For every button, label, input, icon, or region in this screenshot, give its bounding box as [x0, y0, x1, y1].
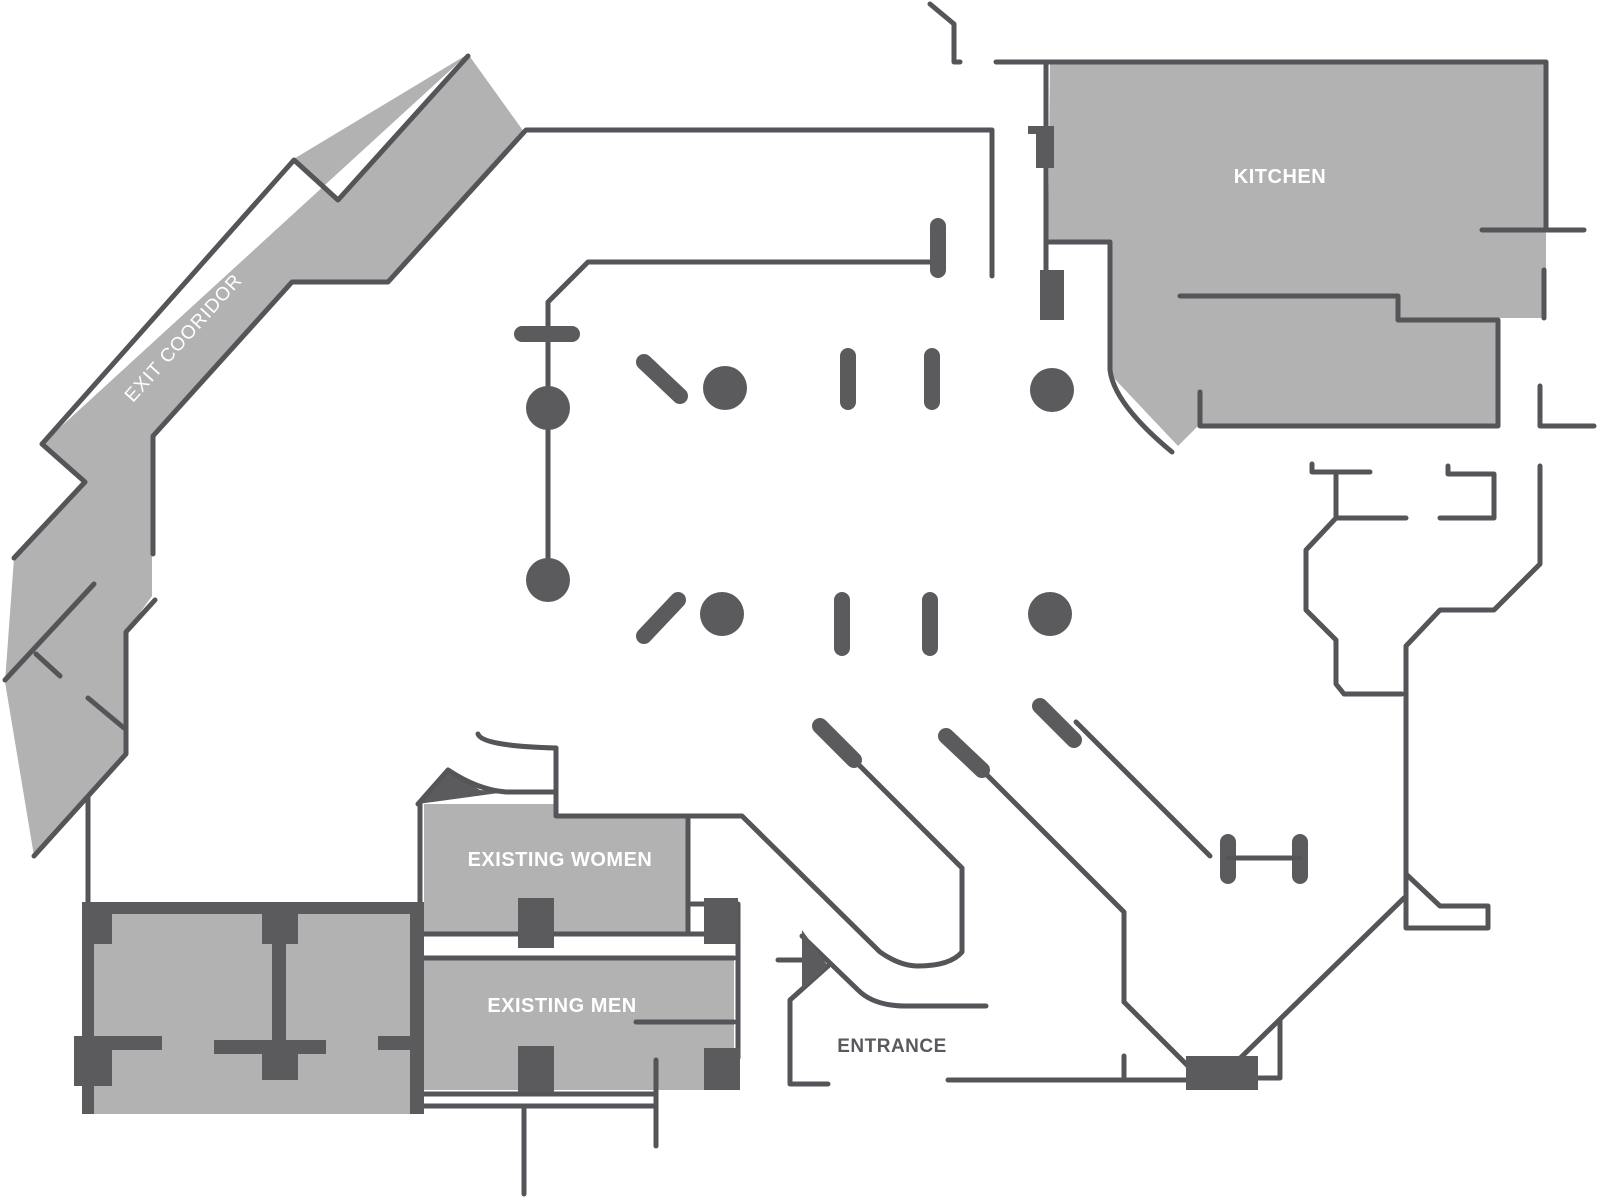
kitchen-counter-wall [1177, 293, 1501, 429]
kitchen-door-stub [1028, 126, 1048, 134]
stall-bar-1 [94, 1036, 162, 1050]
women-corner-wedge [418, 770, 506, 804]
post [812, 718, 862, 768]
existing-women-zone[interactable] [424, 804, 688, 932]
columns [526, 366, 1074, 636]
entrance-label: ENTRANCE [837, 1036, 947, 1057]
existing-women-label: EXISTING WOMEN [468, 849, 653, 871]
partition-wall-2 [977, 765, 1127, 1005]
corridor-stub-2 [33, 651, 63, 679]
men-east-block [704, 1048, 740, 1090]
east-service-wall-e [1303, 515, 1405, 697]
post [636, 354, 688, 404]
east-diagonal-wall [1223, 895, 1407, 1075]
east-service-wall-d [1403, 463, 1543, 931]
kitchen-zone[interactable] [1048, 62, 1546, 446]
post [938, 728, 990, 778]
column [526, 386, 570, 430]
post [636, 592, 686, 644]
entrance-vestibule [787, 963, 831, 1087]
kitchen-door-block-2 [1040, 270, 1064, 320]
entry-diagonal [1121, 999, 1193, 1071]
entry-threshold [1186, 1056, 1258, 1090]
restroom-stalls-zone[interactable] [88, 914, 418, 1114]
column [526, 558, 570, 602]
wall-blocks [74, 126, 1258, 1114]
posts [514, 218, 1308, 884]
kitchen-label: KITCHEN [1234, 166, 1326, 188]
existing-men-zone[interactable] [424, 958, 734, 1090]
women-north-curve [475, 731, 559, 751]
women-curve-wall [415, 767, 559, 807]
partition-wall-1 [553, 745, 965, 969]
east-service-wall-b [1333, 469, 1409, 521]
corridor-lower-wall [31, 597, 158, 859]
corridor-stub-1 [2, 581, 97, 683]
exit-corridor-zone[interactable] [5, 54, 524, 856]
kitchen-inner-wall [1043, 239, 1175, 455]
column [703, 366, 747, 410]
east-service-wall-a [1309, 461, 1373, 475]
women-door-post [518, 898, 554, 948]
column [1028, 592, 1072, 636]
partition-wall-3 [1073, 719, 1213, 859]
stall-bar-3 [378, 1036, 418, 1050]
stall-block-nw [82, 902, 112, 944]
kitchen-door-block-1 [1036, 126, 1054, 168]
stall-wall-east [410, 902, 424, 1114]
post [1032, 698, 1082, 748]
corridor-inner-wall [150, 127, 995, 557]
kitchen-top-wall [993, 59, 1549, 233]
column [700, 592, 744, 636]
north-jog-wall [927, 1, 963, 65]
stall-divider [272, 914, 286, 1064]
corridor-outer-wall [11, 53, 471, 561]
stall-wall-top [82, 902, 424, 914]
east-service-wall-c [1437, 463, 1497, 521]
entrance-wall [799, 933, 989, 1009]
women-east-block [704, 898, 738, 944]
men-door-post [518, 1046, 554, 1092]
entrance-wedge [802, 930, 828, 990]
dining-north-wall [545, 259, 941, 581]
column [1030, 368, 1074, 412]
existing-men-label: EXISTING MEN [487, 995, 636, 1017]
shaded-zones [5, 54, 1546, 1114]
stall-post-bottom [262, 1040, 298, 1080]
kitchen-south-east [1537, 383, 1597, 429]
corridor-stub-3 [85, 695, 127, 731]
